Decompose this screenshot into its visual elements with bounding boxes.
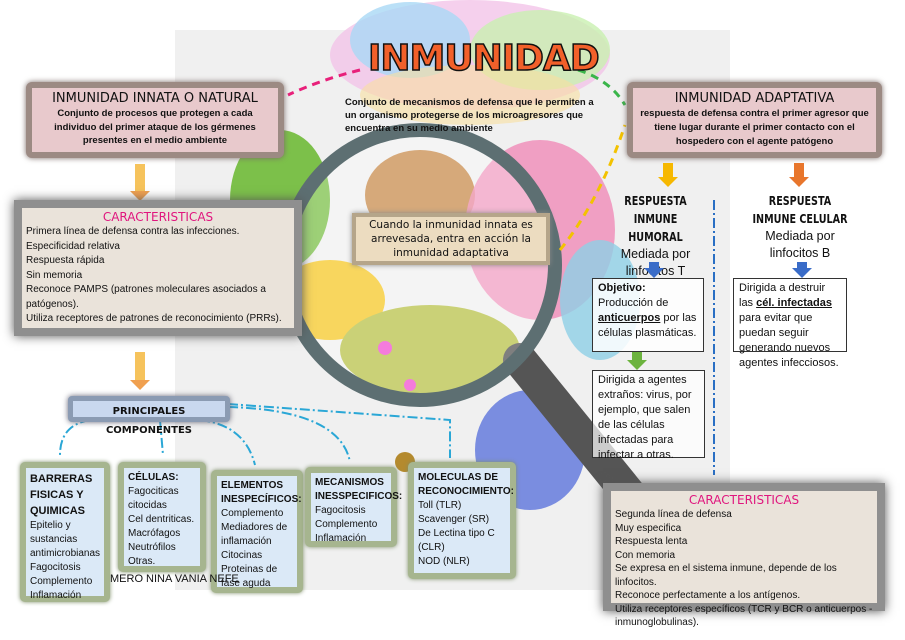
adaptive-characteristics-title: CARACTERISTICAS — [688, 493, 800, 507]
objective-text-end: por las células plasmáticas. — [598, 312, 697, 339]
component-item: Proteinas de fase aguda — [221, 564, 278, 589]
component-item: Fagocitosis — [30, 562, 81, 573]
cellular-target-key: cél. infectadas — [756, 297, 832, 309]
title-cloud — [330, 0, 610, 125]
component-item: Complemento — [315, 519, 378, 530]
component-item: Inflamación — [315, 533, 367, 544]
characteristic-item: Sin memoria — [26, 269, 83, 281]
characteristic-item: Especificidad relativa — [26, 240, 120, 252]
arrow-to-adaptive — [577, 68, 627, 106]
characteristic-item: Reconoce PAMPS (patrones moleculares aso… — [26, 284, 266, 310]
adaptive-characteristics-box: CARACTERISTICAS Segunda línea de defensa… — [603, 483, 885, 628]
arrow-down-icon — [658, 163, 678, 187]
component-item: De Lectina tipo C (CLR) — [418, 528, 495, 553]
humoral-objective-box: Objetivo: Producción de anticuerpos por … — [592, 278, 704, 352]
component-item: Cel dentriticas. — [128, 514, 195, 525]
innate-characteristics-box: CARACTERISTICAS Primera línea de defensa… — [14, 200, 302, 336]
humoral-target-box: Dirigida a agentes extraños: virus, por … — [592, 370, 705, 461]
humoral-target-text: Dirigida a agentes extraños: virus, por … — [598, 374, 692, 461]
component-item: Mediadores de inflamación — [221, 522, 288, 547]
intro-text: Conjunto de mecanismos de defensa que le… — [345, 97, 594, 134]
humoral-title: RESPUESTA INMUNE HUMORAL — [624, 194, 687, 244]
component-title: CÉLULAS: — [128, 472, 179, 483]
arrow-down-icon — [792, 262, 812, 278]
components-title-box: PRINCIPALES COMPONENTES — [68, 396, 230, 436]
component-title: BARRERAS FISICAS Y QUIMICAS — [30, 473, 93, 517]
component-item: Otras. — [128, 556, 156, 567]
innate-description: Conjunto de procesos que protegen a cada… — [54, 108, 256, 146]
component-item: Inflamación — [30, 590, 82, 601]
component-title: MECANISMOS INESSPECIFICOS: — [315, 477, 403, 502]
component-item: Citocinas — [221, 550, 263, 561]
component-title: MOLECULAS DE RECONOCIMIENTO: — [418, 472, 514, 497]
cellular-response: RESPUESTA INMUNE CELULAR Mediada por lin… — [740, 192, 860, 262]
innate-title: INMUNIDAD INNATA O NATURAL — [52, 91, 258, 106]
component-item: Epitelio y sustancias antimicrobianas — [30, 520, 101, 559]
objective-label: Objetivo: — [598, 282, 646, 294]
characteristic-item: Con memoria — [615, 549, 676, 561]
innate-characteristics-title: CARACTERISTICAS — [102, 210, 214, 224]
cellular-subtitle: Mediada por linfocitos B — [765, 229, 835, 260]
transition-note: Cuando la inmunidad innata es arrevesada… — [352, 213, 550, 265]
arrow-down-icon — [130, 164, 150, 201]
component-item: Complemento — [30, 576, 93, 587]
characteristic-item: Reconoce perfectamente a los antígenos. — [615, 590, 801, 601]
objective-text: Producción de — [598, 297, 669, 309]
arrow-down-icon — [130, 352, 150, 390]
innate-title-box: INMUNIDAD INNATA O NATURAL Conjunto de p… — [26, 82, 284, 158]
arrow-to-innate — [287, 68, 361, 97]
component-title: ELEMENTOS INESPECÍFICOS: — [221, 480, 302, 505]
component-item: NOD (NLR) — [418, 556, 470, 567]
components-title: PRINCIPALES COMPONENTES — [105, 406, 193, 436]
adaptive-description: respuesta de defensa contra el primer ag… — [640, 108, 869, 147]
component-item: Scavenger (SR) — [418, 514, 490, 525]
component-box-moleculas: MOLECULAS DE RECONOCIMIENTO: Toll (TLR) Sc… — [408, 462, 516, 579]
component-item: Complemento — [221, 508, 284, 519]
characteristic-item: Respuesta rápida — [26, 255, 105, 266]
humoral-response: RESPUESTA INMUNE HUMORAL Mediada por lin… — [598, 192, 713, 280]
innate-characteristics-list: Primera línea de defensa contra las infe… — [26, 225, 290, 327]
cellular-target-box: Dirigida a destruir las cél. infectadas … — [733, 278, 847, 369]
component-item: Macrófagos — [128, 528, 181, 539]
cellular-title: RESPUESTA INMUNE CELULAR — [752, 194, 848, 226]
arrow-down-icon — [627, 352, 647, 370]
component-item: Fagocitosis — [315, 505, 366, 516]
adaptive-title-box: INMUNIDAD ADAPTATIVA respuesta de defens… — [627, 82, 882, 158]
cellular-target-text: Dirigida a destruir las — [739, 282, 826, 309]
component-item: Fagociticas citocidas — [128, 486, 179, 511]
characteristic-item: Muy especifica — [615, 522, 682, 534]
main-title: INMUNIDAD — [367, 37, 600, 80]
characteristic-item: Se expresa en el sistema inmune, depende… — [615, 563, 837, 588]
author-name-fragment: MERO NINA VANIA NEFE — [110, 573, 239, 585]
characteristic-item: Primera línea de defensa contra las infe… — [26, 226, 240, 237]
component-item: Toll (TLR) — [418, 500, 462, 511]
arrow-note-to-adaptive — [558, 124, 627, 251]
characteristic-item: Utiliza receptores específicos (TCR y BC… — [615, 603, 873, 629]
cellular-target-text-end: para evitar que puedan seguir generando … — [739, 312, 839, 369]
arrow-down-icon — [789, 163, 809, 187]
characteristic-item: Segunda línea de defensa — [615, 509, 732, 520]
characteristic-item: Utiliza receptores de patrones de recono… — [26, 313, 282, 324]
adaptive-title: INMUNIDAD ADAPTATIVA — [674, 91, 835, 106]
arrow-down-icon — [644, 262, 664, 278]
component-item: Neutrófilos — [128, 542, 176, 553]
transition-note-text: Cuando la inmunidad innata es arrevesada… — [369, 219, 533, 259]
characteristic-item: Respuesta lenta — [615, 536, 688, 547]
objective-key: anticuerpos — [598, 312, 661, 324]
